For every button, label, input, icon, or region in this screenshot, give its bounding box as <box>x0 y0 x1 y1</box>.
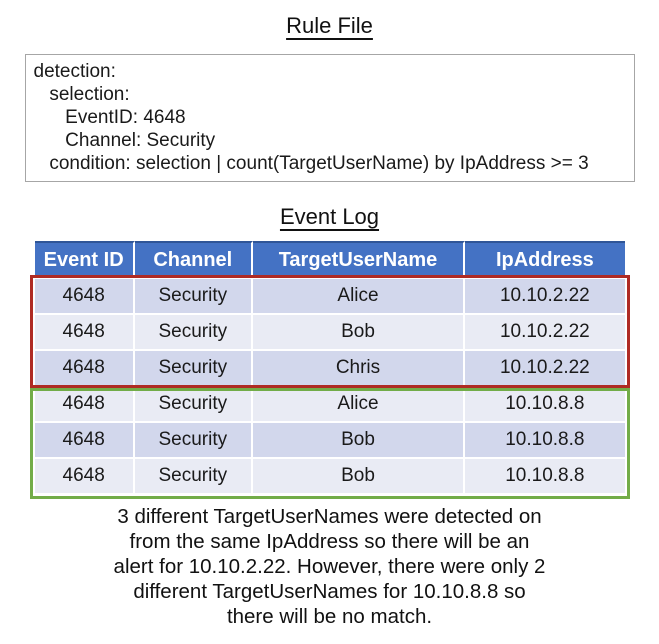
header-cell-ipaddress: IpAddress <box>465 241 625 277</box>
header-cell-event-id: Event ID <box>34 241 135 277</box>
table-cell: 10.10.8.8 <box>465 457 625 493</box>
table-cell: 4648 <box>34 349 135 385</box>
table-row: 4648 Security Alice 10.10.8.8 <box>34 385 625 421</box>
table-row: 4648 Security Bob 10.10.8.8 <box>34 421 625 457</box>
rule-file-code: detection: selection: EventID: 4648 Chan… <box>33 61 589 174</box>
table-cell: Bob <box>252 313 466 349</box>
table-cell: Alice <box>252 385 466 421</box>
table-cell: 10.10.2.22 <box>465 349 625 385</box>
table-cell: 4648 <box>34 385 135 421</box>
table-cell: 10.10.2.22 <box>465 313 625 349</box>
table-cell: Security <box>134 277 253 313</box>
table-row: 4648 Security Bob 10.10.2.22 <box>34 313 625 349</box>
rule-file-title: Rule File <box>286 13 373 38</box>
header-cell-channel: Channel <box>134 241 253 277</box>
table-cell: Security <box>134 421 253 457</box>
table-cell: Bob <box>252 457 466 493</box>
event-log-title: Event Log <box>279 204 380 229</box>
table-cell: Security <box>134 349 253 385</box>
rule-file-box: detection: selection: EventID: 4648 Chan… <box>24 54 635 182</box>
table-cell: 4648 <box>34 421 135 457</box>
table-cell: 4648 <box>34 457 135 493</box>
table-cell: Bob <box>252 421 466 457</box>
table-cell: 4648 <box>34 277 135 313</box>
table-cell: Security <box>134 385 253 421</box>
table-cell: Security <box>134 457 253 493</box>
table-row: 4648 Security Alice 10.10.2.22 <box>34 277 625 313</box>
table-cell: 4648 <box>34 313 135 349</box>
event-log-table-wrap: Event ID Channel TargetUserName IpAddres… <box>29 241 630 499</box>
table-header-row: Event ID Channel TargetUserName IpAddres… <box>34 241 625 277</box>
table-cell: 10.10.2.22 <box>465 277 625 313</box>
table-cell: 10.10.8.8 <box>465 421 625 457</box>
table-cell: Chris <box>252 349 466 385</box>
table-cell: Alice <box>252 277 466 313</box>
table-row: 4648 Security Chris 10.10.2.22 <box>34 349 625 385</box>
table-cell: 10.10.8.8 <box>465 385 625 421</box>
explanation-caption: 3 different TargetUserNames were detecte… <box>113 505 546 628</box>
table-cell: Security <box>134 313 253 349</box>
event-log-table: Event ID Channel TargetUserName IpAddres… <box>34 241 625 493</box>
table-row: 4648 Security Bob 10.10.8.8 <box>34 457 625 493</box>
header-cell-targetusername: TargetUserName <box>252 241 466 277</box>
